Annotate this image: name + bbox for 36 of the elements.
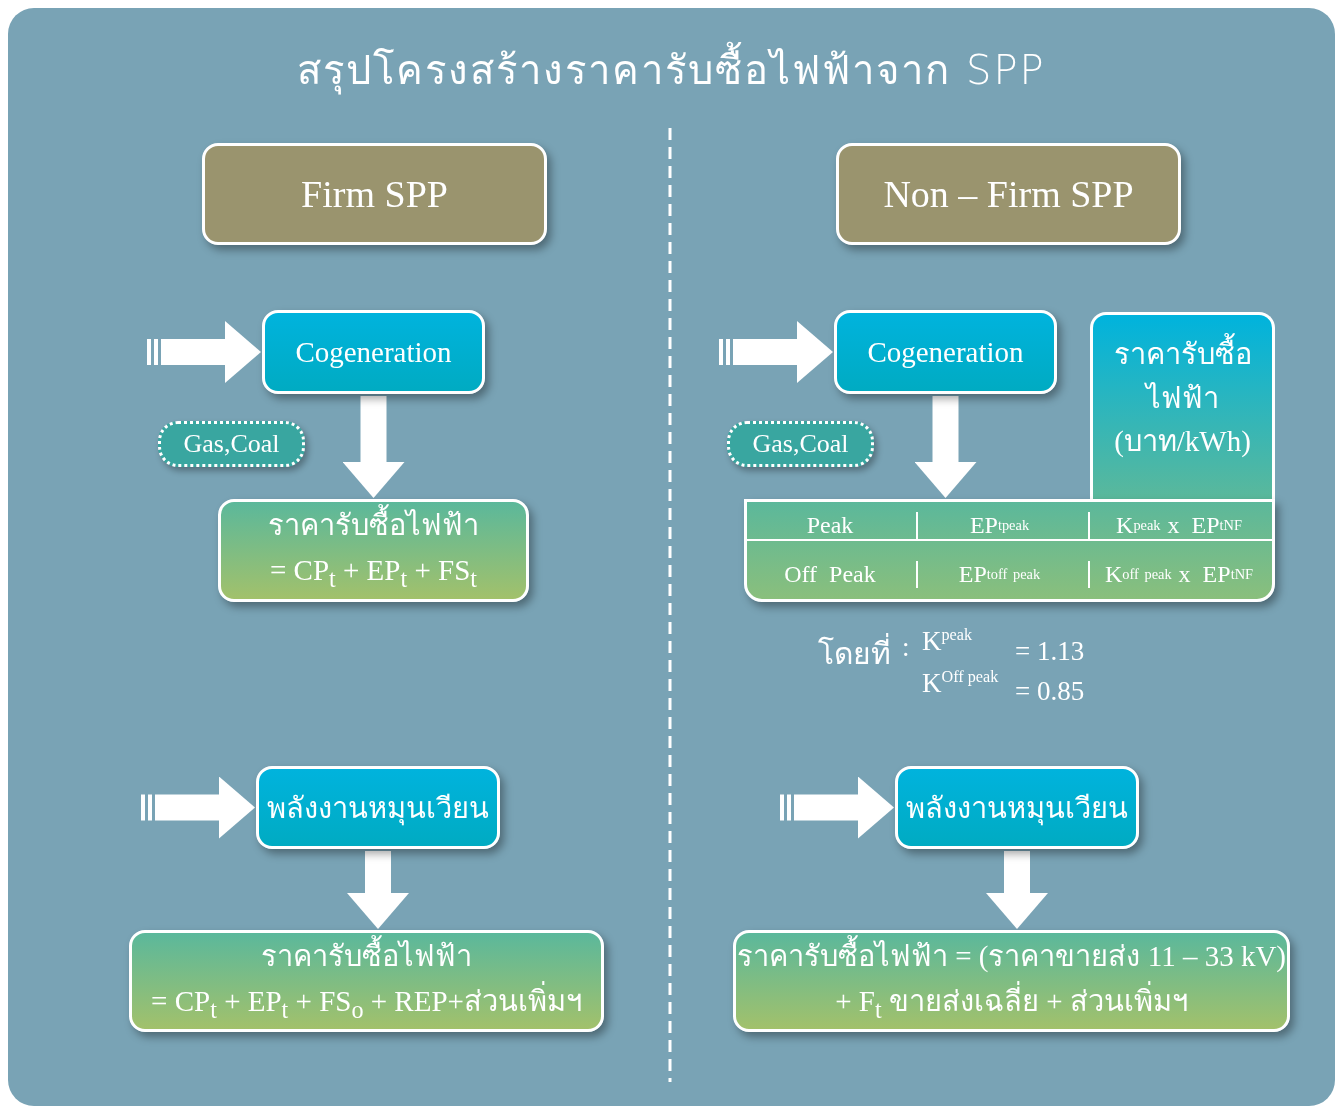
- box-text: ราคารับซื้อไฟฟ้า: [261, 933, 472, 979]
- row-heading: Off Peak: [747, 561, 918, 589]
- table-header: ราคารับซื้อ ไฟฟ้า (บาท/kWh): [1090, 312, 1275, 499]
- note-text: = 1.13: [1015, 636, 1085, 667]
- fuel-tag: Gas,Coal: [727, 421, 874, 467]
- process-box: Cogeneration: [834, 310, 1057, 394]
- heading-box: Non – Firm SPP: [836, 143, 1181, 245]
- note-text: K$^{Off peak}$: [922, 668, 999, 699]
- heading-box: Firm SPP: [202, 143, 547, 245]
- note-text: :: [902, 632, 910, 663]
- block-arrow: [733, 321, 833, 383]
- box-text: ราคารับซื้อไฟฟ้า = (ราคาขายส่ง 11 – 33 kV): [736, 933, 1286, 979]
- block-arrow: [342, 396, 405, 498]
- box-text: = CP$_{t}$ + EP$_{t}$ + FS$_{t}$: [269, 553, 478, 595]
- block-arrow: [155, 776, 255, 839]
- block-arrow: [986, 851, 1048, 929]
- block-arrow: [914, 396, 977, 498]
- note-text: = 0.85: [1015, 676, 1085, 707]
- box-text: + F$_{t}$ ขายส่งเฉลี่ย + ส่วนเพิ่มฯ: [835, 978, 1188, 1029]
- box-text: = CP$_{t}$ + EP$_{t}$ + FS$_{o}$ + REP+ส่วนเพิ่มฯ: [151, 978, 582, 1029]
- formula-box: [218, 499, 529, 602]
- price-table: [744, 499, 1275, 602]
- title: สรุปโครงสร้างราคารับซื้อไฟฟ้าจาก SPP: [0, 38, 1343, 102]
- note-text: โดยที่: [818, 630, 891, 677]
- fuel-tag: Gas,Coal: [158, 421, 305, 467]
- process-box: พลังงานหมุนเวียน: [895, 766, 1139, 849]
- formula-box: [129, 930, 604, 1032]
- box-text: ราคารับซื้อไฟฟ้า: [268, 503, 479, 549]
- formula-box: [733, 930, 1290, 1032]
- note-text: K$^{peak}$: [922, 626, 973, 657]
- block-arrow: [347, 851, 409, 929]
- process-box: พลังงานหมุนเวียน: [256, 766, 500, 849]
- block-arrow: [161, 321, 261, 383]
- block-arrow: [794, 776, 894, 839]
- process-box: Cogeneration: [262, 310, 485, 394]
- row-heading: Peak: [747, 511, 918, 541]
